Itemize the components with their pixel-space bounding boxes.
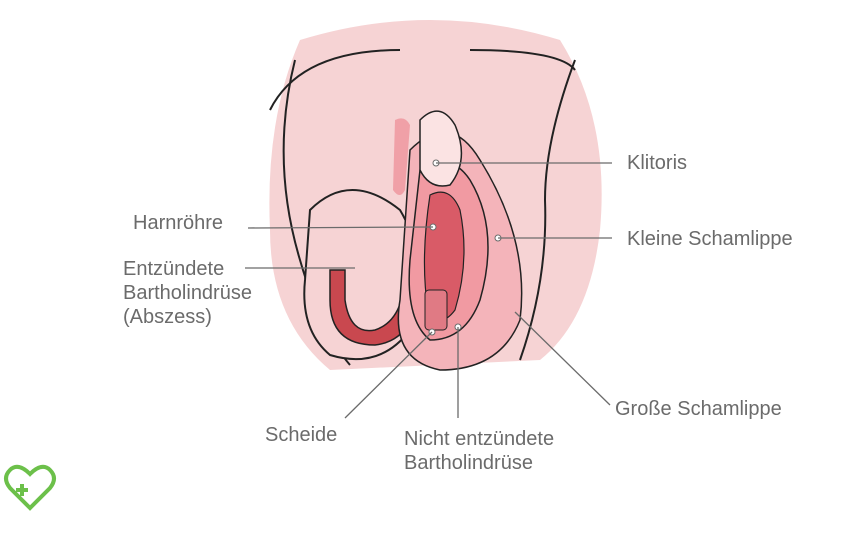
grosse-schamlippe-leader bbox=[514, 311, 611, 406]
scheide-leader bbox=[344, 331, 433, 419]
harnroehre-leader bbox=[247, 226, 434, 229]
label-klitoris: Klitoris bbox=[627, 152, 688, 174]
label-entzuendete-bartholindruese: Entzündete Bartholindrüse (Abszess) bbox=[123, 258, 252, 328]
clitoral-hood bbox=[419, 110, 463, 187]
hip-outline-top bbox=[269, 49, 401, 111]
hip-outline-right bbox=[469, 49, 576, 71]
label-kleine-schamlippe: Kleine Schamlippe bbox=[627, 228, 793, 250]
label-nicht-entzuendete-bartholindruese: Nicht entzündete Bartholindrüse bbox=[404, 428, 555, 474]
mons-highlight bbox=[393, 118, 410, 195]
plus-icon bbox=[16, 484, 28, 496]
label-scheide: Scheide bbox=[265, 424, 338, 446]
heart-plus-icon bbox=[4, 464, 56, 511]
label-harnroehre: Harnröhre bbox=[133, 212, 224, 234]
thigh-outline-right bbox=[519, 59, 576, 361]
label-grosse-schamlippe: Große Schamlippe bbox=[615, 398, 782, 420]
vaginal-opening bbox=[424, 289, 448, 331]
